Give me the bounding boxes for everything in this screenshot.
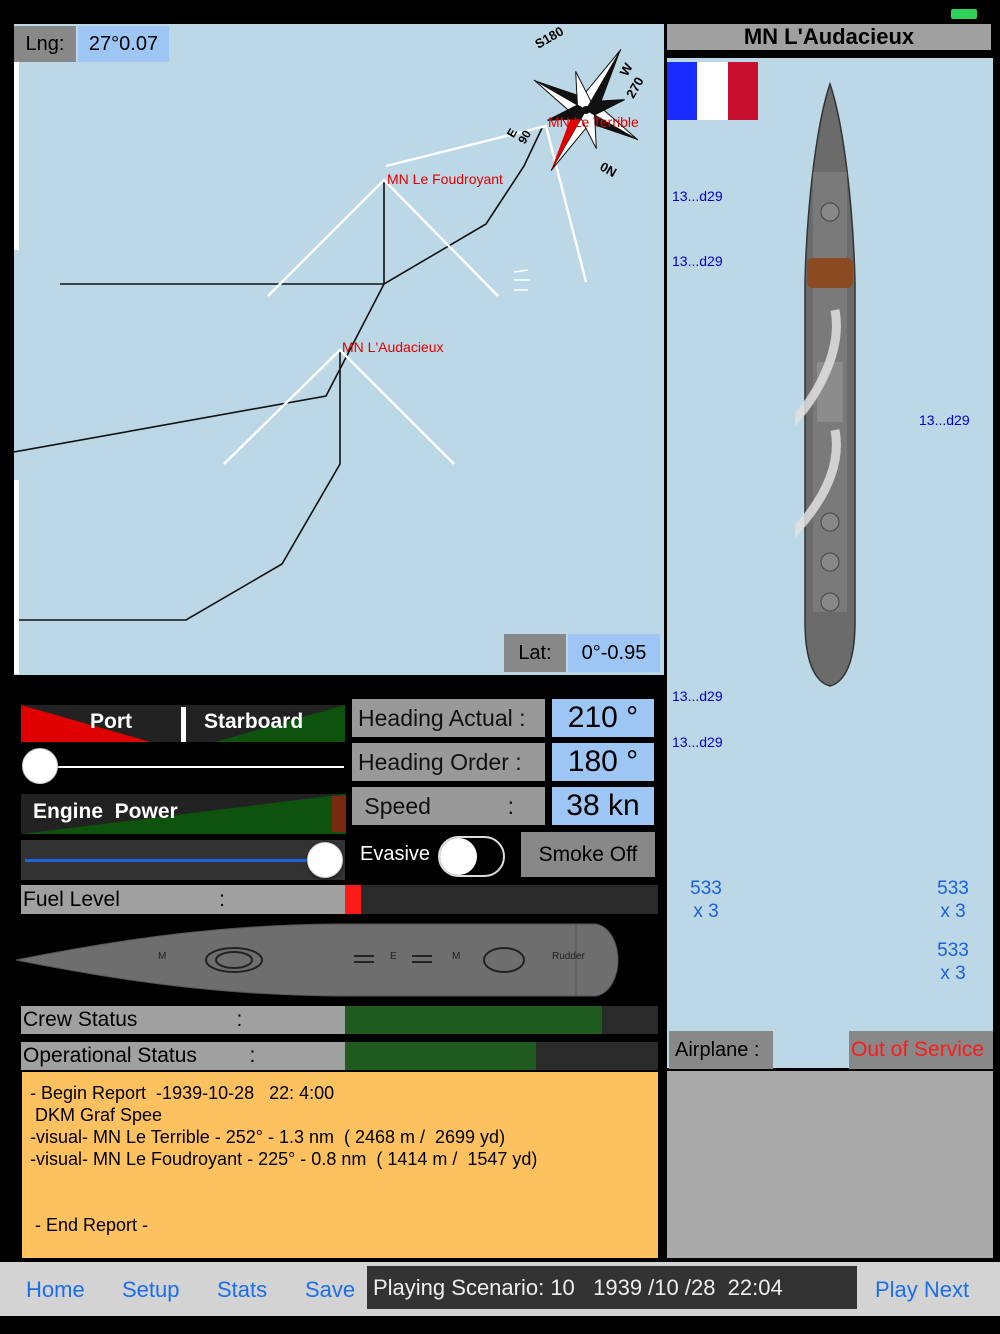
- lng-value: 27°0.07: [78, 26, 169, 62]
- torpedo-caliber: 533: [937, 878, 969, 899]
- heading-actual-value: 210 °: [552, 699, 654, 737]
- operational-status-label: Operational Status :: [21, 1042, 345, 1070]
- engine-power-slider[interactable]: [21, 840, 345, 880]
- fuel-label: Fuel Level :: [21, 885, 345, 914]
- evasive-label: Evasive: [360, 843, 431, 865]
- evasive-toggle-knob: [440, 838, 477, 875]
- crew-status-label: Crew Status :: [21, 1006, 345, 1034]
- scenario-status: Playing Scenario: 10 1939 /10 /28 22:04: [367, 1266, 857, 1309]
- fuel-bar: [345, 885, 658, 914]
- evasive-toggle[interactable]: [438, 836, 505, 877]
- torpedo-caliber: 533: [690, 878, 722, 899]
- save-button[interactable]: Save: [305, 1277, 356, 1302]
- lat-value: 0°-0.95: [568, 634, 660, 672]
- map-ship-label[interactable]: MN Le Foudroyant: [387, 171, 503, 187]
- operational-status-bar: [345, 1042, 658, 1070]
- speed-value: 38 kn: [552, 787, 654, 825]
- crew-status-bar-fill: [345, 1006, 602, 1034]
- starboard-label: Starboard: [204, 710, 304, 733]
- battery-icon: [951, 9, 977, 19]
- torpedo-count: x 3: [940, 901, 966, 922]
- map-edge-marker: [14, 62, 19, 250]
- weapon-label[interactable]: 13...d29: [672, 734, 723, 750]
- port-label: Port: [90, 710, 132, 733]
- torpedo-count: x 3: [940, 963, 966, 984]
- map-ship-label[interactable]: MN Le Terrible: [548, 114, 639, 130]
- operational-status-bar-fill: [345, 1042, 536, 1070]
- engine-power-indicator: Engine Power: [21, 794, 346, 834]
- map-edge-marker: [14, 480, 19, 674]
- torpedo-caliber: 533: [937, 940, 969, 961]
- lng-label: Lng:: [14, 26, 76, 62]
- destroyer-top-view-icon: [795, 82, 856, 687]
- map-tracks: [14, 49, 639, 621]
- rudder-slider[interactable]: [22, 748, 346, 786]
- heading-order-label: Heading Order :: [352, 743, 545, 781]
- damage-marker: Rudder: [552, 951, 585, 962]
- weapon-label[interactable]: 13...d29: [919, 412, 970, 428]
- torpedo-count: x 3: [693, 901, 719, 922]
- heading-order-value[interactable]: 180 °: [552, 743, 654, 781]
- rudder-indicator: Port Starboard: [21, 705, 345, 742]
- ship-damage-silhouette: [16, 923, 619, 997]
- engine-power-slider-knob[interactable]: [307, 842, 343, 878]
- play-next-button[interactable]: Play Next: [875, 1277, 970, 1302]
- ship-panel-footer: [667, 1071, 993, 1258]
- torpedo-launcher[interactable]: 533 x 3: [927, 877, 979, 923]
- rudder-slider-track: [40, 766, 344, 768]
- engine-power-slider-fill: [25, 859, 315, 862]
- french-flag-icon: [667, 62, 758, 120]
- speed-label: Speed :: [352, 787, 545, 825]
- torpedo-launcher[interactable]: 533 x 3: [680, 877, 732, 923]
- home-button[interactable]: Home: [26, 1277, 85, 1302]
- smoke-button[interactable]: Smoke Off: [521, 832, 655, 877]
- weapon-label[interactable]: 13...d29: [672, 688, 723, 704]
- ship-title: MN L'Audacieux: [667, 24, 991, 50]
- weapon-label[interactable]: 13...d29: [672, 188, 723, 204]
- map-ship-label[interactable]: MN L'Audacieux: [342, 339, 444, 355]
- weapon-label[interactable]: 13...d29: [672, 253, 723, 269]
- compass-rose-icon: [533, 49, 639, 171]
- heading-actual-label: Heading Actual :: [352, 699, 545, 737]
- lat-label: Lat:: [504, 634, 566, 672]
- damage-marker: M: [452, 951, 461, 962]
- stats-button[interactable]: Stats: [217, 1277, 268, 1302]
- damage-marker: E: [390, 951, 397, 962]
- airplane-label: Airplane :: [669, 1031, 773, 1069]
- rudder-slider-knob[interactable]: [22, 748, 58, 784]
- tactical-map[interactable]: S180 W 270 0N E 90 MN Le Terrible MN Le …: [14, 24, 664, 675]
- airplane-status: Out of Service: [849, 1031, 993, 1069]
- fuel-bar-fill: [345, 885, 361, 914]
- torpedo-launcher[interactable]: 533 x 3: [927, 939, 979, 985]
- engine-power-label: Engine Power: [33, 800, 178, 823]
- setup-button[interactable]: Setup: [122, 1277, 180, 1302]
- report-log: - Begin Report -1939-10-28 22: 4:00 DKM …: [22, 1072, 658, 1258]
- crew-status-bar: [345, 1006, 658, 1034]
- damage-marker: M: [158, 951, 167, 962]
